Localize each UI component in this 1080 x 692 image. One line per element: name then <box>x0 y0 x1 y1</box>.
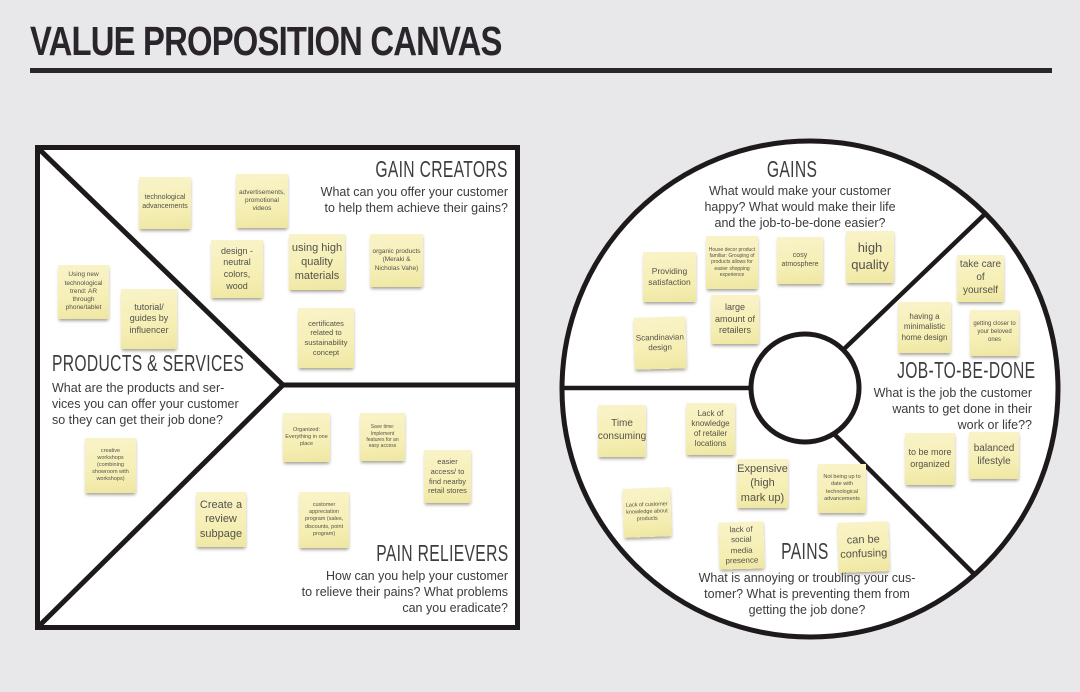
gain-creators-question: What can you offer your customer to help… <box>258 185 508 217</box>
pains-question: What is annoying or troubling your cus- … <box>672 571 942 618</box>
note-high-quality[interactable]: high quality <box>846 231 894 283</box>
note-tutorial-guides-influencer[interactable]: tutorial/ guides by influencer <box>121 289 177 349</box>
question-line: to help them achieve their gains? <box>324 200 508 215</box>
note-customer-appreciation-program[interactable]: customer appreciation program (sales, di… <box>299 492 349 548</box>
question-line: and the job-to-be-done easier? <box>714 215 886 230</box>
job-to-be-done-question: What is the job the customer wants to ge… <box>822 386 1032 433</box>
question-line: What are the products and ser- <box>52 381 225 395</box>
note-organic-products[interactable]: organic products (Meraki & Nicholas Vahe… <box>370 234 423 287</box>
note-design-neutral-colors-wood[interactable]: design - neutral colors, wood <box>211 240 263 298</box>
pains-heading: PAINS <box>781 538 829 564</box>
gain-creators-heading: GAIN CREATORS <box>375 156 508 182</box>
note-closer-to-beloved-ones[interactable]: getting closer to your beloved ones <box>970 310 1019 356</box>
pain-relievers-question: How can you help your customer to reliev… <box>238 569 508 616</box>
note-take-care-of-yourself[interactable]: take care of yourself <box>957 255 1004 302</box>
note-balanced-lifestyle[interactable]: balanced lifestyle <box>969 432 1019 479</box>
question-line: What is annoying or troubling your cus- <box>698 571 916 585</box>
title-underline <box>30 68 1052 73</box>
note-cosy-atmosphere[interactable]: cosy atmosphere <box>777 237 823 284</box>
note-to-be-more-organized[interactable]: to be more organized <box>905 433 955 485</box>
question-line: to relieve their pains? What problems <box>301 584 508 599</box>
gains-heading: GAINS <box>766 156 818 182</box>
question-line: tomer? What is preventing them from <box>704 586 910 601</box>
pain-relievers-heading: PAIN RELIEVERS <box>375 540 508 566</box>
note-technological-advancements[interactable]: technological advancements <box>139 177 191 229</box>
note-using-high-quality-materials[interactable]: using high quality materials <box>289 234 345 290</box>
note-easier-access-retail-stores[interactable]: easier access/ to find nearby retail sto… <box>424 450 471 503</box>
question-line: can you eradicate? <box>402 600 508 615</box>
note-creative-workshops[interactable]: creative workshops (combining showroom w… <box>85 438 136 493</box>
note-save-time-features[interactable]: Save time: Implement features for an eas… <box>360 413 405 461</box>
note-providing-satisfaction[interactable]: Providing satisfaction <box>643 252 696 302</box>
note-advertisements-promotional-videos[interactable]: advertisements, promotional videos <box>236 174 288 228</box>
note-certificates-sustainability[interactable]: certificates related to sustainability c… <box>298 308 354 368</box>
note-minimalistic-home-design[interactable]: having a minimalistic home design <box>898 302 951 353</box>
question-line: wants to get done in their <box>892 401 1032 416</box>
note-create-review-subpage[interactable]: Create a review subpage <box>196 492 246 547</box>
question-line: work or life?? <box>957 417 1032 432</box>
note-can-be-confusing[interactable]: can be confusing <box>837 521 890 573</box>
products-services-question: What are the products and ser- vices you… <box>52 381 287 428</box>
note-time-consuming[interactable]: Time consuming <box>598 405 646 457</box>
note-lack-customer-knowledge-products[interactable]: Lack of customer knowledge about product… <box>622 487 672 538</box>
note-ar-through-phone-tablet[interactable]: Using new technological trend: AR throug… <box>58 265 109 319</box>
question-line: What would make your customer <box>708 184 891 198</box>
note-lack-knowledge-retailer-locations[interactable]: Lack of knowledge of retailer locations <box>686 403 735 455</box>
page-title: VALUE PROPOSITION CANVAS <box>30 18 502 64</box>
note-not-up-to-date-technology[interactable]: Not being up to date with technological … <box>818 464 866 513</box>
note-lack-social-media-presence[interactable]: lack of social media presence <box>718 521 765 570</box>
note-house-decor-grouping[interactable]: House decor product familiar: Grouping o… <box>706 236 758 289</box>
question-line: What can you offer your customer <box>320 185 508 199</box>
note-large-amount-retailers[interactable]: large amount of retailers <box>711 295 759 344</box>
note-organized-everything-one-place[interactable]: Organized: Everything in one place <box>283 413 330 462</box>
question-line: How can you help your customer <box>325 569 508 583</box>
gains-question: What would make your customer happy? Wha… <box>685 184 915 231</box>
job-to-be-done-heading: JOB-TO-BE-DONE <box>897 357 1036 383</box>
question-line: happy? What would make their life <box>704 199 896 214</box>
value-map-divider-lines <box>40 150 515 625</box>
note-scandinavian-design[interactable]: Scandinavian design <box>633 316 687 370</box>
products-services-heading: PRODUCTS & SERVICES <box>52 350 245 376</box>
question-line: getting the job done? <box>748 602 866 617</box>
note-expensive-high-markup[interactable]: Expensive (high mark up) <box>737 459 788 508</box>
question-line: so they can get their job done? <box>52 412 223 427</box>
question-line: What is the job the customer <box>873 386 1032 400</box>
question-line: vices you can offer your customer <box>52 396 239 411</box>
page-title-wrap: VALUE PROPOSITION CANVAS <box>30 18 620 65</box>
